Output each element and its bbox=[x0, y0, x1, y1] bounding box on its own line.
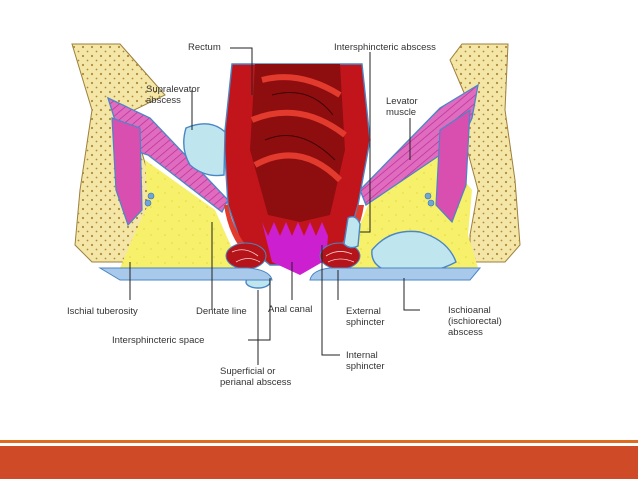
label-rectum: Rectum bbox=[188, 42, 221, 53]
label-ischial-tuberosity: Ischial tuberosity bbox=[67, 306, 138, 317]
footer-accent-line bbox=[0, 440, 638, 443]
label-ischioanal-abscess: Ischioanal(ischiorectal)abscess bbox=[448, 305, 502, 338]
anorectal-anatomy-diagram bbox=[0, 0, 638, 430]
label-dentate-line: Dentate line bbox=[196, 306, 247, 317]
label-anal-canal: Anal canal bbox=[268, 304, 312, 315]
label-intersphincteric-space: Intersphincteric space bbox=[112, 335, 204, 346]
label-intersphincteric-abscess: Intersphincteric abscess bbox=[334, 42, 436, 53]
footer-bar bbox=[0, 446, 638, 479]
